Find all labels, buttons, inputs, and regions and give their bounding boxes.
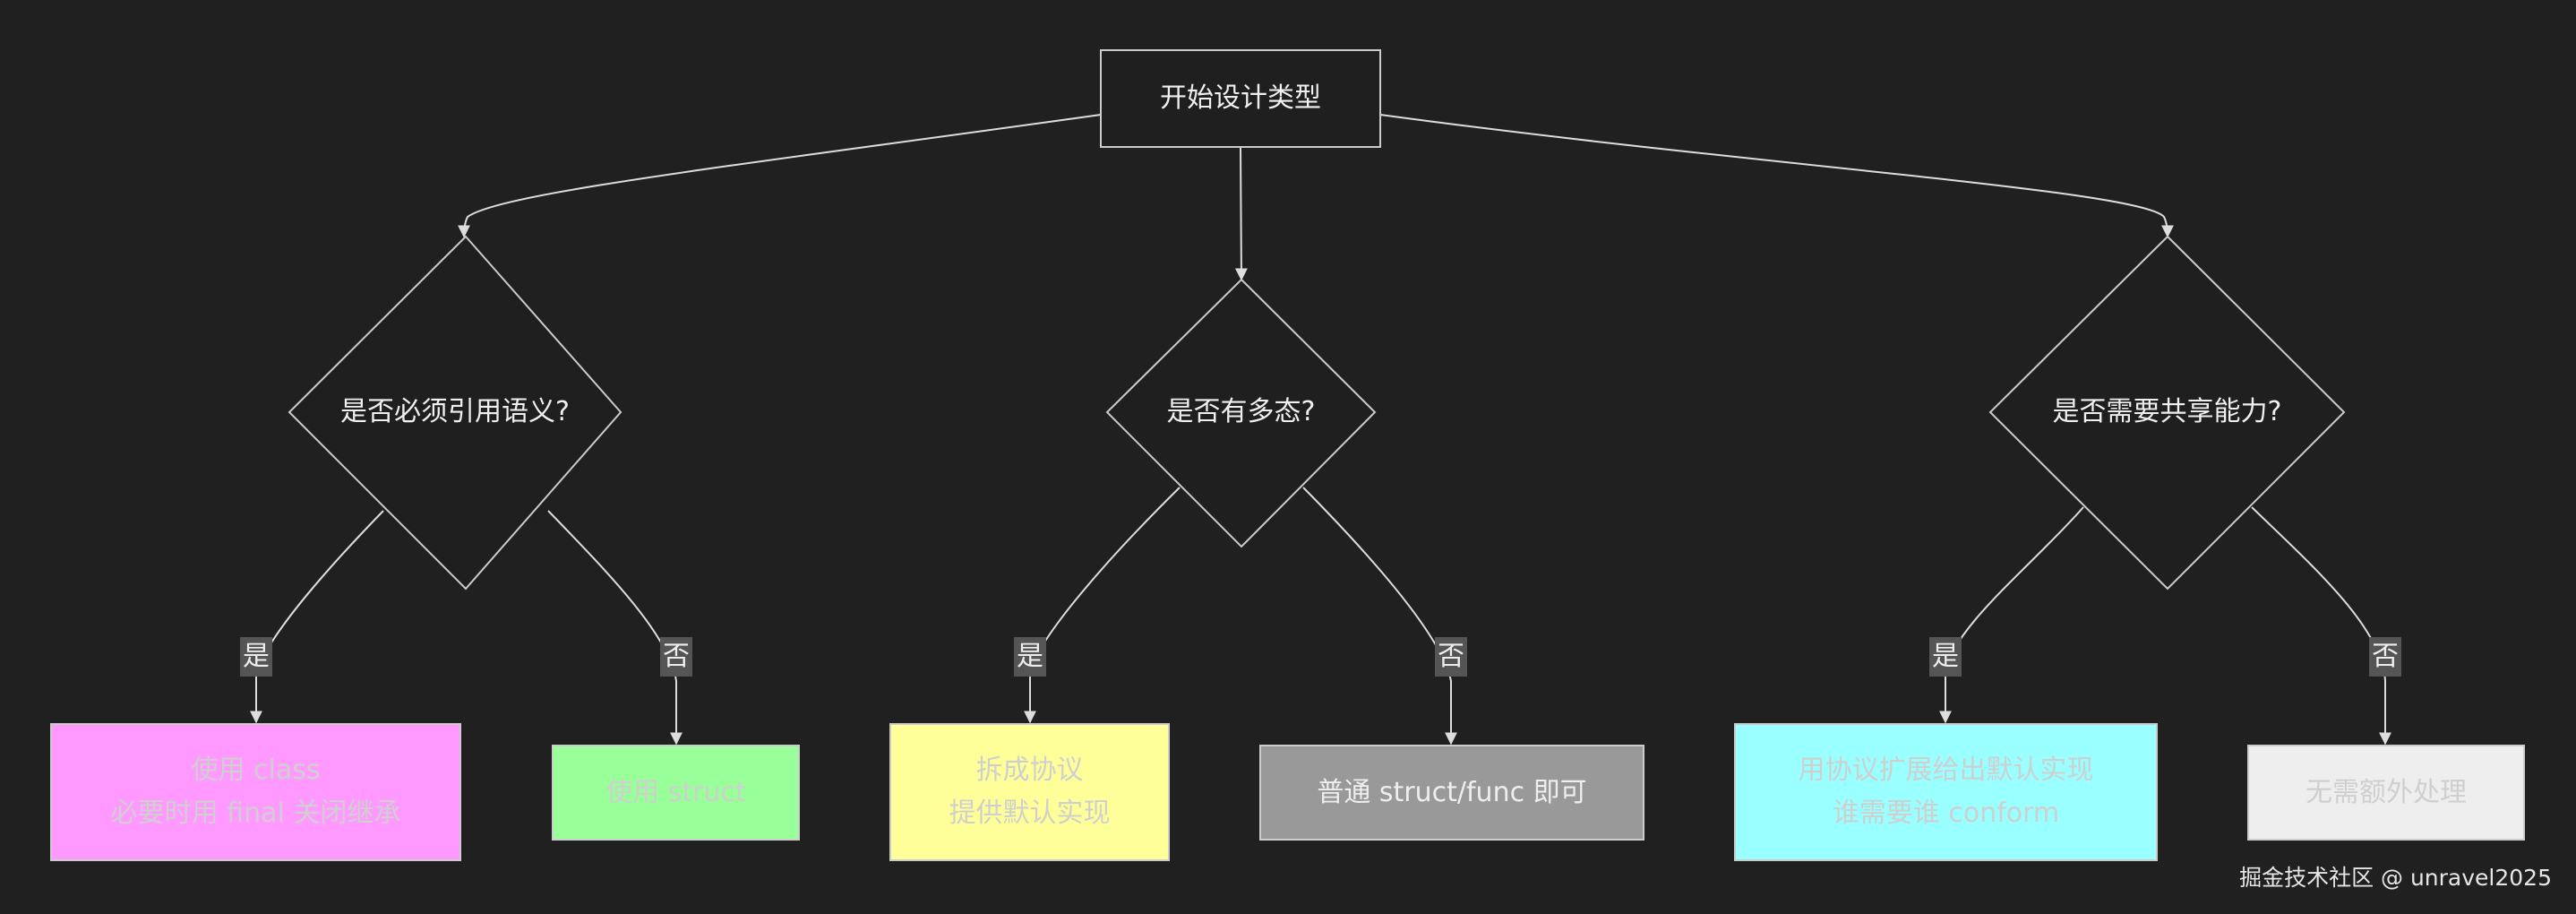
edge-label-share-yes: 是 — [1929, 637, 1962, 677]
node-use-class — [50, 723, 461, 861]
node-protocol-extension — [1734, 723, 2158, 861]
edge-ref-no — [547, 510, 683, 746]
node-no-extra — [2247, 745, 2525, 841]
edge-label-poly-yes: 是 — [1014, 637, 1046, 677]
edge-label-share-no: 否 — [2369, 637, 2401, 677]
start-node — [1100, 49, 1381, 148]
decision-reference-semantics — [288, 235, 623, 591]
edge-poly-yes — [1024, 487, 1181, 724]
node-split-protocol — [889, 723, 1170, 861]
edge-start-to-ref — [458, 114, 1102, 238]
edge-ref-yes — [250, 510, 384, 724]
edge-poly-no — [1302, 487, 1457, 746]
edge-share-no — [2251, 506, 2391, 746]
edge-share-yes — [1939, 506, 2084, 724]
decision-polymorphism — [1105, 278, 1377, 548]
edge-label-ref-yes: 是 — [240, 637, 272, 677]
watermark: 掘金技术社区 @ unravel2025 — [2239, 865, 2552, 891]
node-plain-struct — [1259, 745, 1644, 841]
node-use-struct — [552, 745, 800, 841]
edge-label-ref-no: 否 — [660, 637, 692, 677]
decision-shared-capability — [1988, 235, 2346, 591]
edge-label-poly-no: 否 — [1435, 637, 1467, 677]
edge-start-to-share — [1379, 114, 2174, 238]
